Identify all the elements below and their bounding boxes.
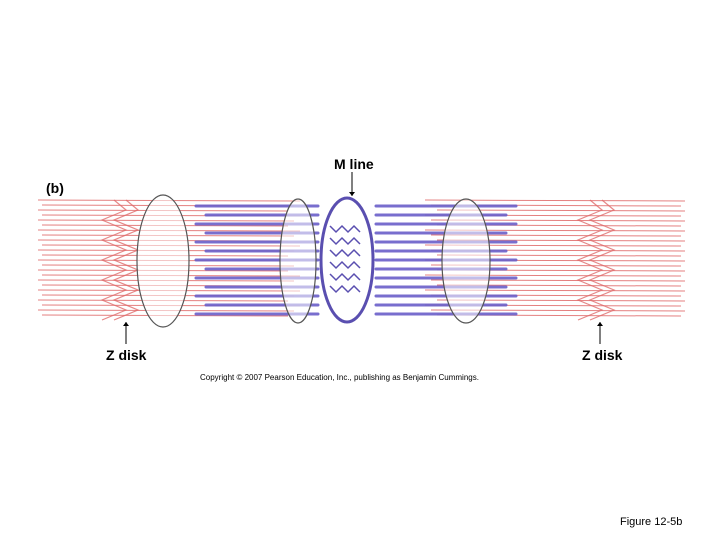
z-disk-left-label: Z disk bbox=[106, 347, 147, 363]
z-disk-lattice bbox=[588, 199, 616, 321]
m-line-crossbridge bbox=[329, 224, 361, 234]
z-disk-zigzag bbox=[100, 199, 616, 321]
cross-section-disk bbox=[279, 198, 317, 324]
cross-section-disk bbox=[136, 194, 190, 328]
m-line-crossbridge bbox=[329, 272, 361, 282]
m-line-crossbridge bbox=[329, 248, 361, 258]
m-line-structure bbox=[319, 196, 375, 324]
panel-label: (b) bbox=[46, 180, 64, 196]
z-disk-right-arrow-head bbox=[597, 322, 603, 326]
copyright-notice: Copyright © 2007 Pearson Education, Inc.… bbox=[200, 373, 479, 382]
m-line-label: M line bbox=[334, 156, 374, 172]
cross-section-disks bbox=[136, 194, 491, 328]
z-disk-left-arrow-head bbox=[123, 322, 129, 326]
z-disk-lattice bbox=[112, 199, 140, 321]
m-line-disk bbox=[319, 196, 375, 324]
label-arrows bbox=[123, 172, 603, 344]
m-line-crossbridge bbox=[329, 284, 361, 294]
z-disk-lattice bbox=[576, 199, 604, 321]
cross-section-disk bbox=[441, 198, 491, 324]
z-disk-right-label: Z disk bbox=[582, 347, 623, 363]
m-line-arrow-head bbox=[349, 192, 355, 196]
m-line-crossbridge bbox=[329, 260, 361, 270]
z-disk-lattice bbox=[100, 199, 128, 321]
m-line-crossbridge bbox=[329, 236, 361, 246]
figure-caption: Figure 12-5b bbox=[620, 516, 683, 528]
